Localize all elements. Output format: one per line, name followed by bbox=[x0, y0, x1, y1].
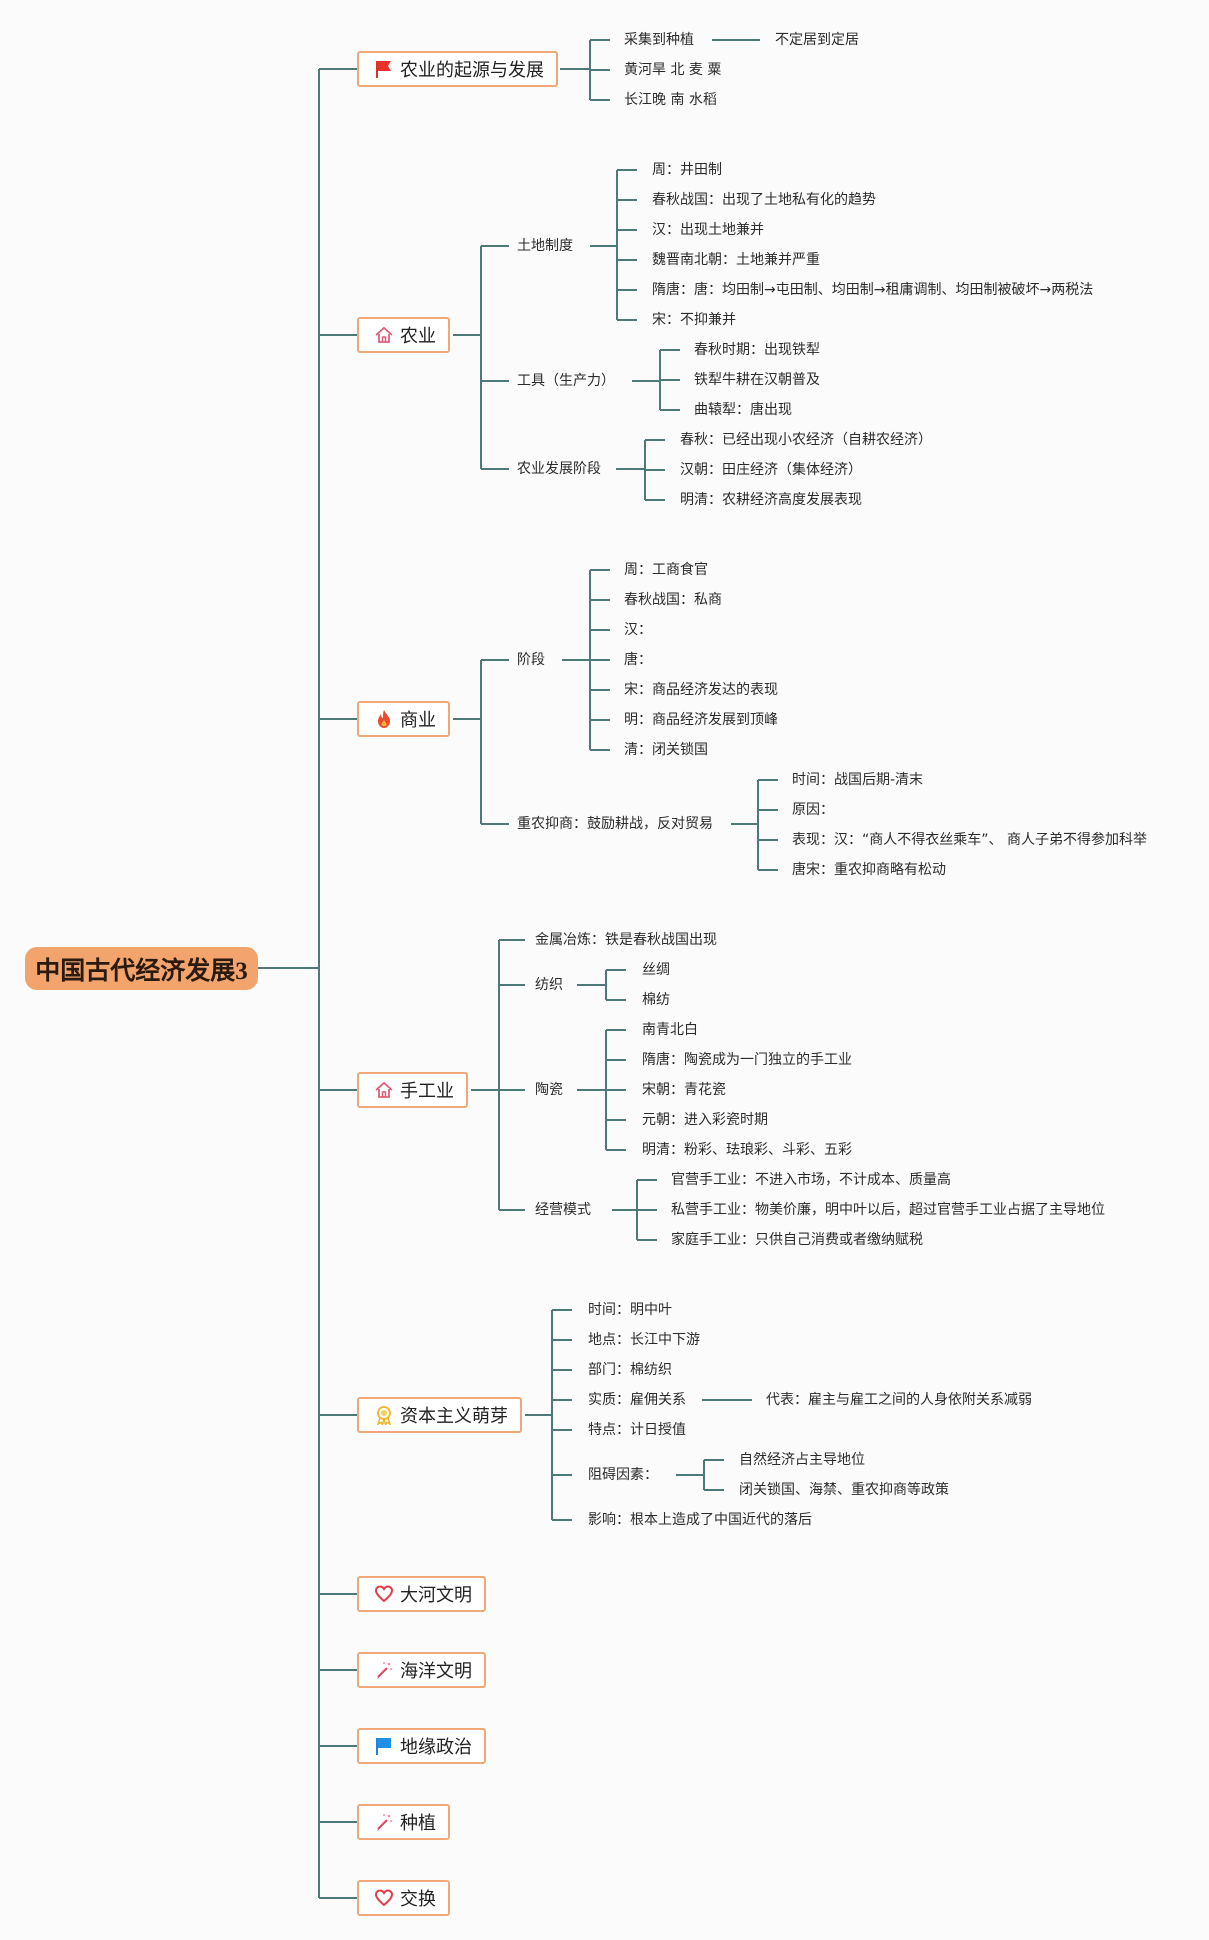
topic-land-item[interactable]: 宋：不抑兼并 bbox=[652, 312, 736, 328]
topic-policy-item[interactable]: 表现：汉：“商人不得衣丝乘车”、 商人子弟不得参加科举 bbox=[792, 832, 1147, 848]
node-label: 交换 bbox=[400, 1889, 436, 1910]
topic-yangtze[interactable]: 长江晚 南 水稻 bbox=[624, 92, 717, 108]
topic-land-item[interactable]: 隋唐：唐：均田制→屯田制、均田制→租庸调制、均田制被破坏→两税法 bbox=[652, 282, 1094, 298]
topic-commerce-item[interactable]: 唐： bbox=[624, 652, 652, 668]
topic-commerce-item[interactable]: 周：工商食官 bbox=[624, 562, 708, 578]
node-origin[interactable]: 农业的起源与发展 bbox=[357, 51, 558, 87]
house-icon bbox=[374, 1080, 394, 1100]
pencil-sparkle-icon bbox=[374, 1812, 394, 1832]
topic-mode-item[interactable]: 家庭手工业：只供自己消费或者缴纳赋税 bbox=[671, 1232, 923, 1248]
topic-policy-item[interactable]: 时间：战国后期-清末 bbox=[792, 772, 924, 788]
topic-commerce-item[interactable]: 清：闭关锁国 bbox=[624, 742, 708, 758]
node-commerce[interactable]: 商业 bbox=[357, 701, 450, 737]
pencil-sparkle-icon bbox=[374, 1660, 394, 1680]
red-flag-icon bbox=[374, 59, 394, 79]
topic-tool-item[interactable]: 曲辕犁：唐出现 bbox=[694, 402, 792, 418]
node-river-civilization[interactable]: 大河文明 bbox=[357, 1576, 486, 1612]
topic-capital-item[interactable]: 部门：棉纺织 bbox=[588, 1362, 672, 1378]
node-label: 农业 bbox=[400, 326, 436, 347]
topic-capital-item[interactable]: 特点：计日授值 bbox=[588, 1422, 686, 1438]
fire-icon bbox=[374, 709, 394, 729]
topic-gathering-to-planting[interactable]: 采集到种植 bbox=[624, 32, 694, 48]
topic-commerce-item[interactable]: 春秋战国：私商 bbox=[624, 592, 722, 608]
topic-capital-item[interactable]: 阻碍因素： bbox=[588, 1467, 658, 1483]
node-label: 地缘政治 bbox=[400, 1737, 472, 1758]
node-label: 海洋文明 bbox=[400, 1661, 472, 1682]
topic-agri-stages[interactable]: 农业发展阶段 bbox=[517, 461, 601, 477]
topic-ceramics-item[interactable]: 明清：粉彩、珐琅彩、斗彩、五彩 bbox=[642, 1142, 852, 1158]
topic-yellow-river[interactable]: 黄河旱 北 麦 粟 bbox=[624, 62, 722, 78]
node-geopolitics[interactable]: 地缘政治 bbox=[357, 1728, 486, 1764]
heart-icon bbox=[374, 1584, 394, 1604]
node-label: 商业 bbox=[400, 710, 436, 731]
topic-tools[interactable]: 工具（生产力） bbox=[517, 373, 615, 389]
topic-commerce-item[interactable]: 宋：商品经济发达的表现 bbox=[624, 682, 778, 698]
topic-stage-item[interactable]: 汉朝：田庄经济（集体经济） bbox=[680, 462, 862, 478]
topic-textile-item[interactable]: 棉纺 bbox=[642, 992, 670, 1008]
node-label: 资本主义萌芽 bbox=[400, 1406, 508, 1427]
topic-commerce-item[interactable]: 汉： bbox=[624, 622, 652, 638]
topic-policy-item[interactable]: 唐宋：重农抑商略有松动 bbox=[792, 862, 946, 878]
topic-nomadic-to-settled[interactable]: 不定居到定居 bbox=[775, 32, 859, 48]
node-planting[interactable]: 种植 bbox=[357, 1804, 450, 1840]
topic-tool-item[interactable]: 铁犁牛耕在汉朝普及 bbox=[694, 372, 820, 388]
root-topic[interactable]: 中国古代经济发展3 bbox=[25, 947, 258, 990]
node-exchange[interactable]: 交换 bbox=[357, 1880, 450, 1916]
node-capitalism[interactable]: 资本主义萌芽 bbox=[357, 1397, 522, 1433]
node-label: 手工业 bbox=[400, 1081, 454, 1102]
topic-stage-item[interactable]: 春秋：已经出现小农经济（自耕农经济） bbox=[680, 432, 932, 448]
heart-icon bbox=[374, 1888, 394, 1908]
topic-ceramics[interactable]: 陶瓷 bbox=[535, 1082, 563, 1098]
node-label: 种植 bbox=[400, 1813, 436, 1834]
topic-policy-item[interactable]: 原因： bbox=[792, 802, 834, 818]
award-ribbon-icon bbox=[374, 1405, 394, 1425]
topic-tool-item[interactable]: 春秋时期：出现铁犁 bbox=[694, 342, 820, 358]
topic-land-item[interactable]: 汉：出现土地兼并 bbox=[652, 222, 764, 238]
topic-capital-item[interactable]: 地点：长江中下游 bbox=[588, 1332, 700, 1348]
topic-capital-subitem[interactable]: 自然经济占主导地位 bbox=[739, 1452, 865, 1468]
node-ocean-civilization[interactable]: 海洋文明 bbox=[357, 1652, 486, 1688]
house-icon bbox=[374, 325, 394, 345]
topic-ceramics-item[interactable]: 元朝：进入彩瓷时期 bbox=[642, 1112, 768, 1128]
topic-capital-subitem[interactable]: 闭关锁国、海禁、重农抑商等政策 bbox=[739, 1482, 949, 1498]
topic-business-mode[interactable]: 经营模式 bbox=[535, 1202, 591, 1218]
topic-capital-item[interactable]: 影响：根本上造成了中国近代的落后 bbox=[588, 1512, 812, 1528]
topic-land-item[interactable]: 春秋战国：出现了土地私有化的趋势 bbox=[652, 192, 876, 208]
topic-commerce-item[interactable]: 明：商品经济发展到顶峰 bbox=[624, 712, 778, 728]
blue-flag-icon bbox=[374, 1736, 394, 1756]
topic-capital-subitem[interactable]: 代表：雇主与雇工之间的人身依附关系减弱 bbox=[766, 1392, 1032, 1408]
topic-ceramics-item[interactable]: 隋唐：陶瓷成为一门独立的手工业 bbox=[642, 1052, 852, 1068]
topic-capital-item[interactable]: 实质：雇佣关系 bbox=[588, 1392, 686, 1408]
topic-land-system[interactable]: 土地制度 bbox=[517, 238, 573, 254]
topic-ceramics-item[interactable]: 南青北白 bbox=[642, 1022, 698, 1038]
topic-ceramics-item[interactable]: 宋朝：青花瓷 bbox=[642, 1082, 726, 1098]
topic-capital-item[interactable]: 时间：明中叶 bbox=[588, 1302, 672, 1318]
topic-textile[interactable]: 纺织 bbox=[535, 977, 563, 993]
topic-metallurgy[interactable]: 金属冶炼：铁是春秋战国出现 bbox=[535, 932, 717, 948]
topic-land-item[interactable]: 周：井田制 bbox=[652, 162, 722, 178]
topic-agri-over-commerce[interactable]: 重农抑商：鼓励耕战，反对贸易 bbox=[517, 816, 713, 832]
node-label: 大河文明 bbox=[400, 1585, 472, 1606]
node-handicraft[interactable]: 手工业 bbox=[357, 1072, 468, 1108]
topic-land-item[interactable]: 魏晋南北朝：土地兼并严重 bbox=[652, 252, 820, 268]
topic-commerce-stages[interactable]: 阶段 bbox=[517, 652, 545, 668]
topic-stage-item[interactable]: 明清：农耕经济高度发展表现 bbox=[680, 492, 862, 508]
topic-textile-item[interactable]: 丝绸 bbox=[642, 962, 670, 978]
node-label: 农业的起源与发展 bbox=[400, 60, 544, 81]
topic-mode-item[interactable]: 私营手工业：物美价廉，明中叶以后，超过官营手工业占据了主导地位 bbox=[671, 1202, 1105, 1218]
node-agriculture[interactable]: 农业 bbox=[357, 317, 450, 353]
topic-mode-item[interactable]: 官营手工业：不进入市场，不计成本、质量高 bbox=[671, 1172, 951, 1188]
